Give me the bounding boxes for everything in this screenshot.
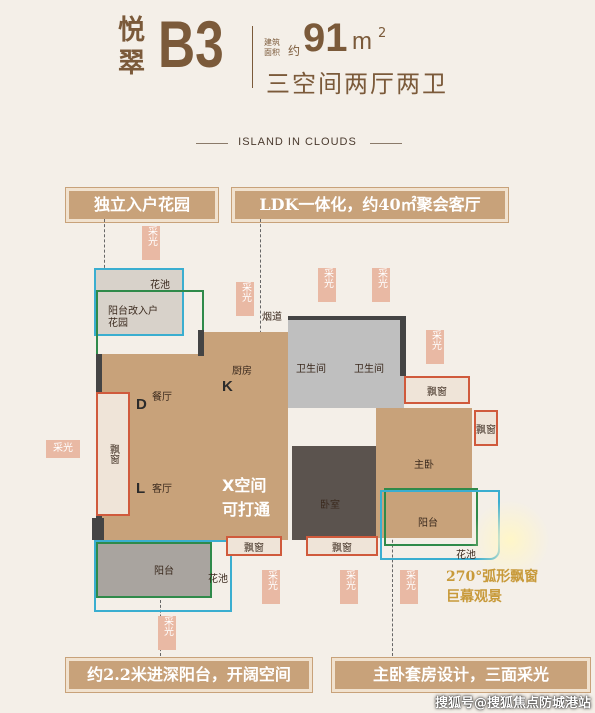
area-label: 建筑面积	[264, 38, 280, 57]
kitchen-letter: K	[222, 378, 233, 395]
connector-ldk	[260, 219, 262, 349]
wall-kitchen	[198, 330, 204, 356]
sunlight-arrow: 采光	[372, 268, 390, 302]
sunlight-arrow: 采光	[318, 268, 336, 302]
callout-balcony: 约2.2米进深阳台，开阔空间	[66, 658, 312, 692]
header-divider	[252, 26, 253, 88]
x-space-label: X空间	[222, 476, 267, 495]
watermark: 搜狐号@搜狐焦点防城港站	[434, 696, 591, 711]
sunlight-arrow: 采光	[236, 282, 254, 316]
master-label: 主卧	[414, 460, 434, 471]
bay-window-left: 飘窗	[96, 392, 130, 516]
sunlight-arrow: 采光	[426, 330, 444, 364]
living-label: 客厅	[152, 484, 172, 495]
bath2-label: 卫生间	[354, 364, 384, 375]
master-balcony-label: 阳台	[418, 518, 438, 529]
flower-pool-top	[94, 268, 184, 336]
area-value: 91	[303, 16, 348, 60]
master-bedroom	[376, 408, 472, 538]
bay-window-bed: 飘窗	[306, 536, 378, 556]
connector-garden	[104, 219, 106, 273]
living-balcony	[96, 542, 212, 598]
sunlight-arrow: 采光	[158, 616, 176, 650]
sunlight-arrow: 采光	[340, 570, 358, 604]
sunlight-arrow: 采光	[262, 570, 280, 604]
area-unit-sup: 2	[378, 26, 387, 41]
garden-conv-label: 阳台改入户花园	[108, 306, 158, 329]
brand-name: 悦翠	[118, 15, 145, 79]
x-space-room	[214, 444, 288, 540]
wall-bath-top	[288, 316, 404, 320]
callout-garden: 独立入户花园	[66, 188, 218, 222]
callout-master: 主卧套房设计，三面采光	[332, 658, 590, 692]
dining-label: 餐厅	[152, 392, 172, 403]
arc-glow	[470, 500, 550, 580]
bay-window-master-top: 飘窗	[404, 376, 470, 404]
unit-code: B3	[158, 7, 224, 81]
flower-pool-bottom-label: 花池	[208, 574, 228, 585]
bay-window-master-right: 飘窗	[474, 410, 498, 446]
bath1-label: 卫生间	[296, 364, 326, 375]
wall-bath-right	[400, 316, 406, 376]
callout-ldk: LDK一体化，约40㎡聚会客厅	[232, 188, 508, 222]
bathroom-1	[288, 320, 346, 408]
tagline-line-right	[370, 143, 402, 144]
sunlight-arrow: 采光	[46, 440, 80, 458]
bay-window-x: 飘窗	[226, 536, 282, 556]
living-balcony-outline	[94, 540, 232, 612]
arc-note-1: 270°弧形飘窗	[446, 569, 539, 585]
x-space-sub: 可打通	[222, 500, 271, 519]
area-unit: m	[352, 28, 372, 55]
sunlight-arrow: 采光	[400, 570, 418, 604]
tagline-line-left	[196, 143, 228, 144]
layout-desc: 三空间两厅两卫	[266, 70, 448, 98]
kitchen-label: 厨房	[232, 366, 252, 377]
sunlight-arrow: 采光	[142, 226, 160, 260]
bedroom-room	[292, 446, 376, 540]
living-balcony-label: 阳台	[154, 566, 174, 577]
bathroom-2	[346, 320, 404, 408]
flower-pool-right-label: 花池	[456, 550, 476, 561]
living-letter: L	[136, 480, 146, 497]
connector-master	[392, 520, 394, 656]
kitchen-room	[202, 332, 288, 406]
tagline: ISLAND IN CLOUDS	[238, 136, 357, 148]
bedroom-label: 卧室	[320, 500, 340, 511]
flue-label: 烟道	[262, 312, 282, 323]
area-approx: 约	[288, 44, 301, 58]
dining-letter: D	[136, 396, 147, 413]
arc-note-2: 巨幕观景	[446, 589, 502, 605]
flower-pool-top-label: 花池	[150, 280, 170, 291]
wall-pillar	[92, 518, 104, 540]
